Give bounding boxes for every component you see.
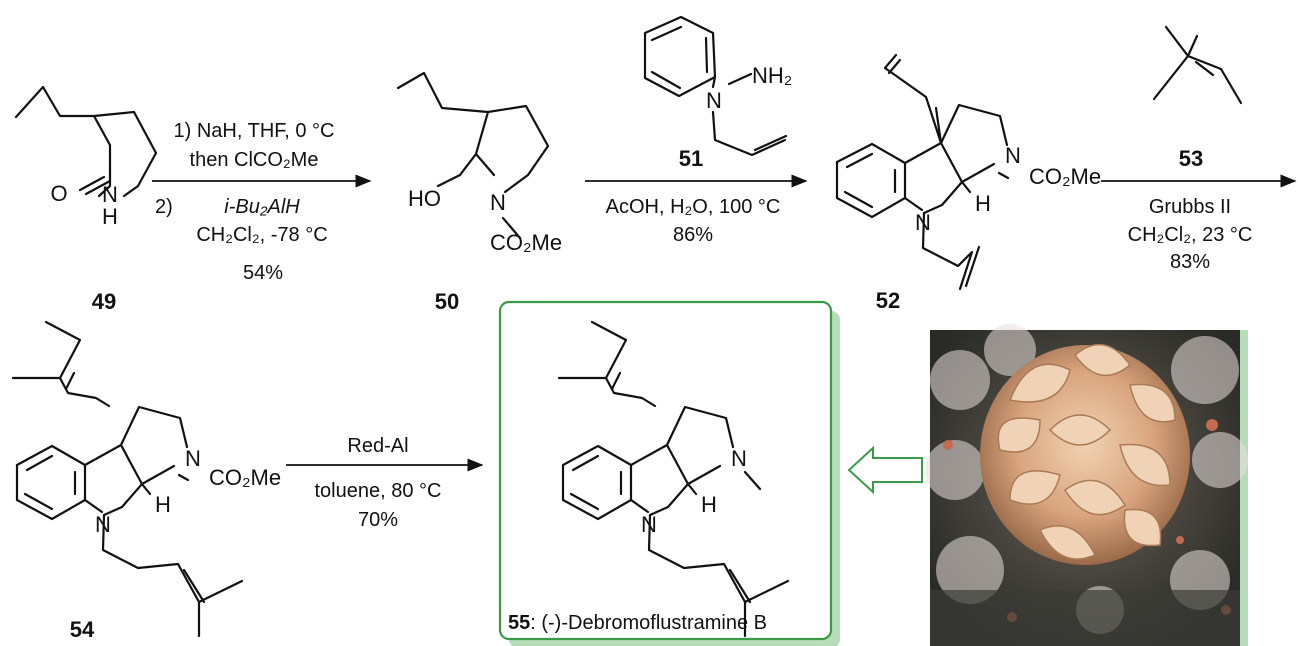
compound-number-54: 54: [70, 617, 95, 642]
reaction-step-4: Red-Al toluene, 80 °C 70%: [286, 435, 484, 531]
atom-N: N: [102, 182, 118, 207]
step1-yield: 54%: [243, 262, 283, 284]
step3-condition-1: Grubbs II: [1149, 196, 1231, 218]
reagent-51: N NH₂ 51: [643, 15, 792, 171]
atom-CO2Me: CO₂Me: [1029, 164, 1101, 189]
step2-condition-1: AcOH, H₂O, 100 °C: [606, 196, 781, 218]
compound-name: : (-)-Debromoflustramine B: [530, 612, 767, 634]
photo-hydroids: [925, 324, 1248, 634]
atom-O: O: [50, 181, 67, 206]
step4-yield: 70%: [358, 509, 398, 531]
step1-condition-4: i-Bu₂AlH: [224, 196, 300, 218]
step1-condition-3: 2): [155, 196, 173, 218]
photo-colony: [980, 343, 1190, 565]
step4-condition-1: Red-Al: [347, 435, 408, 457]
compound-number-53: 53: [1179, 146, 1203, 171]
step4-condition-2: toluene, 80 °C: [315, 480, 442, 502]
compound-49: O N H 49: [14, 85, 158, 314]
compound-52: N CO₂Me H N 52: [835, 53, 1101, 313]
step3-yield: 83%: [1170, 251, 1210, 273]
atom-HO: HO: [408, 186, 441, 211]
atom-N: N: [490, 190, 506, 215]
compound-54: N CO₂Me H N 54: [11, 320, 281, 642]
compound-55-caption: 55: (-)-Debromoflustramine B: [508, 612, 767, 634]
atom-H: H: [975, 191, 991, 216]
step2-yield: 86%: [673, 224, 713, 246]
compound-number-51: 51: [679, 146, 703, 171]
compound-number-55: 55: [508, 612, 530, 634]
natural-source-photo: [925, 324, 1248, 646]
atom-N-indoline: N: [95, 512, 111, 537]
step1-condition-5: CH₂Cl₂, -78 °C: [196, 224, 327, 246]
reaction-step-2: AcOH, H₂O, 100 °C 86%: [585, 174, 808, 246]
reagent-53: 53: [1152, 25, 1243, 171]
compound-50: HO N CO₂Me 50: [396, 71, 562, 314]
compound-number-49: 49: [92, 289, 116, 314]
atom-N-pyrrolidine: N: [731, 446, 747, 471]
atom-N: N: [706, 88, 722, 113]
step1-condition-2: then ClCO₂Me: [190, 149, 319, 171]
compound-55: N H N 55: (-)-Debromoflustramine B: [508, 320, 790, 638]
atom-NH2: NH₂: [752, 63, 792, 88]
atom-H: H: [701, 492, 717, 517]
atom-N-pyrrolidine: N: [185, 446, 201, 471]
reaction-step-3: Grubbs II CH₂Cl₂, 23 °C 83%: [1101, 174, 1297, 273]
atom-H: H: [102, 204, 118, 229]
atom-CO2Me: CO₂Me: [490, 230, 562, 255]
atom-CO2Me: CO₂Me: [209, 465, 281, 490]
step3-condition-2: CH₂Cl₂, 23 °C: [1128, 224, 1253, 246]
reaction-step-1: 1) NaH, THF, 0 °C then ClCO₂Me 2) i-Bu₂A…: [152, 120, 372, 284]
atom-N-indoline: N: [641, 512, 657, 537]
step1-condition-1: 1) NaH, THF, 0 °C: [174, 120, 335, 142]
hollow-arrow-icon: [847, 445, 923, 495]
product-highlight-box: [498, 300, 840, 646]
atom-N-pyrrolidine: N: [1005, 143, 1021, 168]
photo-seabed: [930, 590, 1240, 646]
compound-number-52: 52: [876, 288, 900, 313]
atom-H: H: [155, 492, 171, 517]
compound-number-50: 50: [435, 289, 459, 314]
box-border: [498, 300, 833, 641]
atom-N-indoline: N: [915, 210, 931, 235]
